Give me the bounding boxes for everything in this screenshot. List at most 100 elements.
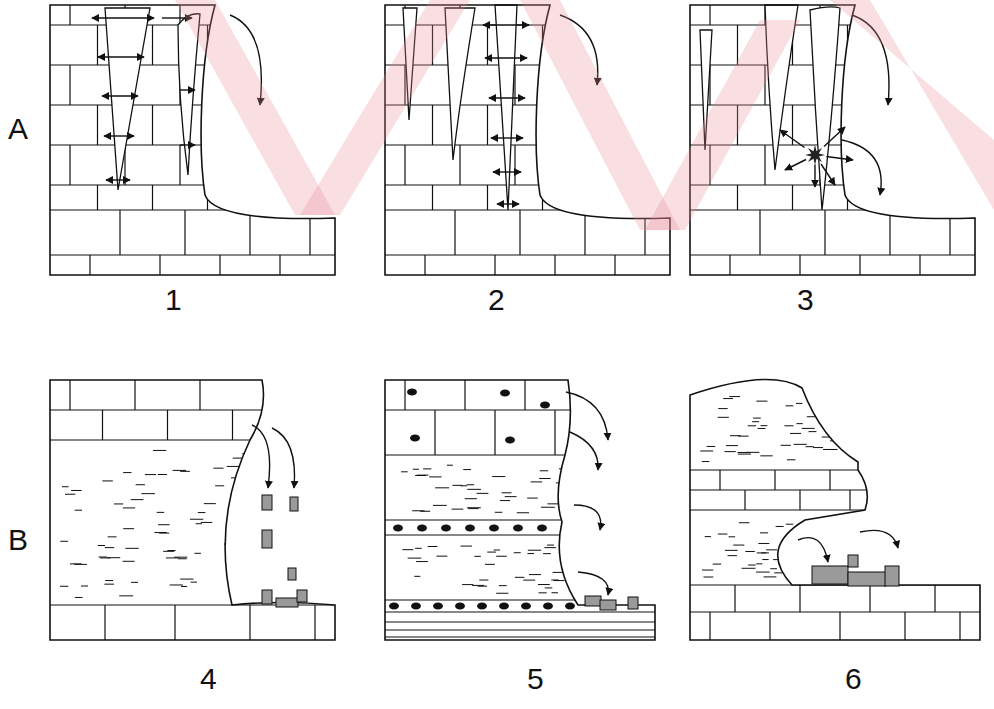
- shale-dash: [228, 581, 241, 582]
- shale-dash: [447, 465, 453, 466]
- joint-line: [317, 105, 318, 145]
- shale-dash: [105, 547, 114, 548]
- shale-dash: [215, 485, 224, 486]
- shale-dash: [468, 508, 479, 509]
- joint-line: [152, 25, 153, 65]
- chert-nodule: [540, 402, 550, 409]
- joint-line: [487, 185, 488, 210]
- joint-line: [874, 65, 875, 105]
- shale-dash: [841, 433, 850, 434]
- joint-line: [690, 254, 975, 255]
- stress-arrow: [483, 24, 529, 25]
- shale-dash: [429, 476, 441, 477]
- crack: [105, 8, 150, 190]
- shale-dash: [805, 446, 813, 447]
- fall-arrow: [842, 140, 881, 195]
- joint-line: [159, 255, 160, 275]
- shale-dash: [531, 481, 542, 482]
- joint-line: [799, 255, 800, 275]
- fallen-block: [848, 555, 858, 567]
- joint-line: [859, 255, 860, 275]
- shale-dash: [181, 586, 187, 587]
- watermark-stripe: [830, 0, 994, 210]
- joint-line: [584, 210, 585, 255]
- joint-line: [234, 5, 235, 25]
- shale-dash: [461, 546, 473, 547]
- joint-line: [385, 209, 670, 210]
- shale-dash: [114, 503, 123, 504]
- fall-arrow: [570, 432, 598, 470]
- shale-dash: [170, 584, 183, 585]
- joint-line: [709, 612, 710, 640]
- shale-dash: [794, 444, 807, 445]
- panel-number: 6: [845, 662, 862, 695]
- joint-line: [734, 585, 735, 612]
- joint-line: [385, 454, 655, 455]
- chert-nodule: [505, 437, 515, 444]
- fallen-block: [276, 598, 298, 607]
- joint-line: [262, 185, 263, 210]
- chert-nodule: [455, 603, 465, 610]
- shale-dash: [158, 524, 170, 525]
- shale-dash: [517, 512, 529, 513]
- shale-dash: [62, 486, 69, 487]
- joint-line: [737, 25, 738, 65]
- shale-dash: [467, 489, 481, 490]
- joint-line: [385, 629, 655, 630]
- fallen-block: [262, 530, 272, 548]
- joint-line: [234, 145, 235, 185]
- shale-dash: [412, 510, 424, 511]
- joint-line: [289, 65, 290, 105]
- stress-arrow: [491, 137, 523, 138]
- joint-line: [554, 255, 555, 275]
- chert-nodule: [521, 603, 531, 610]
- joint-line: [219, 255, 220, 275]
- chert-nodule: [389, 603, 399, 610]
- shale-dash: [65, 494, 75, 495]
- joint-line: [179, 145, 180, 185]
- fallen-block: [262, 495, 272, 510]
- joint-line: [889, 210, 890, 255]
- joint-line: [874, 145, 875, 185]
- shale-dash: [726, 445, 738, 446]
- shale-dash: [123, 561, 135, 562]
- shale-dash: [119, 595, 133, 596]
- shale-dash: [241, 563, 250, 564]
- shale-dash: [756, 401, 767, 402]
- joint-line: [385, 409, 655, 410]
- shale-dash: [730, 435, 741, 436]
- joint-line: [614, 255, 615, 275]
- shale-dash: [540, 470, 548, 471]
- shale-dash: [180, 579, 193, 580]
- shale-dash: [499, 585, 507, 586]
- joint-line: [902, 105, 903, 145]
- joint-line: [690, 509, 980, 510]
- joint-line: [839, 612, 840, 640]
- joint-line: [174, 605, 175, 640]
- shale-dash: [748, 425, 756, 426]
- joint-line: [624, 5, 625, 25]
- panel-number: 3: [797, 283, 814, 316]
- joint-line: [279, 255, 280, 275]
- joint-line: [934, 585, 935, 612]
- push-arrow: [780, 130, 805, 148]
- shale-dash: [428, 546, 438, 547]
- joint-line: [824, 210, 825, 255]
- shale-dash: [702, 461, 710, 462]
- joint-line: [524, 380, 525, 410]
- fall-arrow: [798, 538, 828, 562]
- joint-line: [102, 410, 103, 440]
- shale-dash: [762, 559, 768, 560]
- shale-dash: [494, 550, 500, 551]
- joint-line: [519, 210, 520, 255]
- chert-nodule: [393, 525, 403, 532]
- shale-dash: [760, 532, 768, 533]
- chert-nodule: [489, 525, 499, 532]
- joint-line: [690, 184, 975, 185]
- push-arrow: [180, 144, 195, 145]
- cliff-outline: [50, 380, 335, 640]
- chert-nodule: [410, 435, 420, 442]
- fall-arrow: [578, 572, 608, 595]
- panel-number: 1: [165, 283, 182, 316]
- rock-body: [690, 397, 980, 640]
